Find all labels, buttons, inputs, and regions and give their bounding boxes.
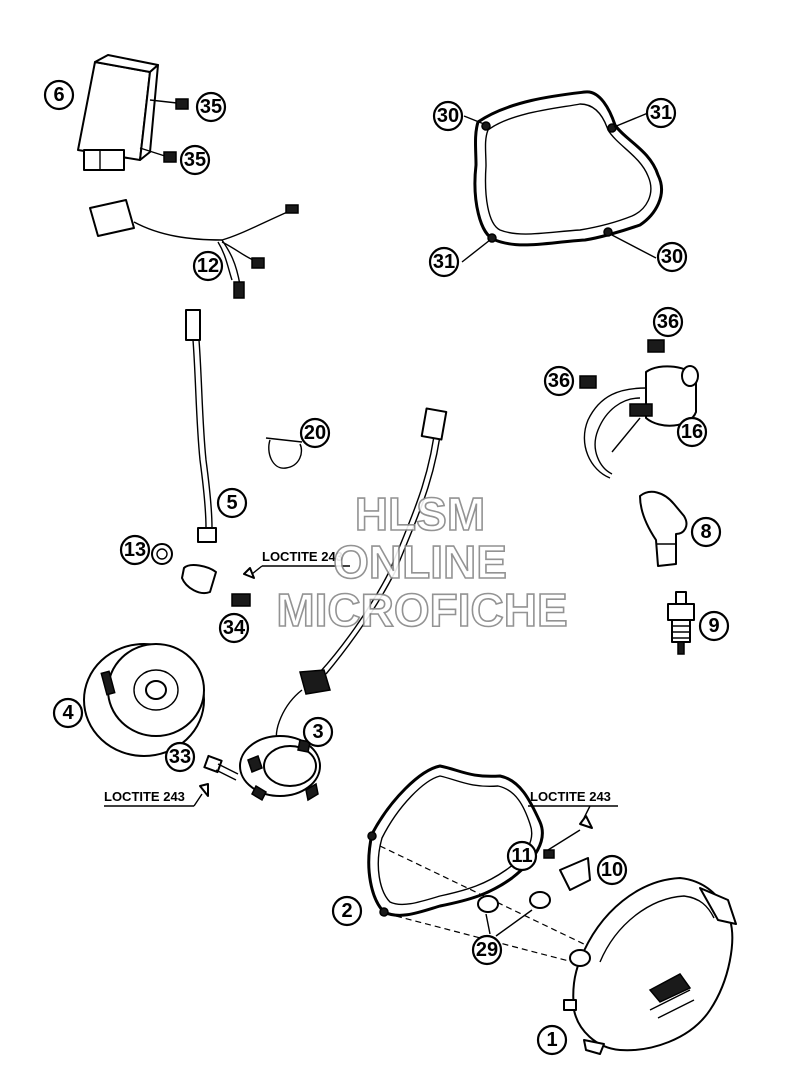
svg-text:HLSM: HLSM bbox=[355, 488, 485, 540]
svg-text:13: 13 bbox=[124, 539, 146, 561]
spark-plug-connector bbox=[639, 490, 688, 567]
pulse-generator-cable bbox=[181, 309, 217, 594]
svg-text:6: 6 bbox=[53, 84, 64, 106]
rotor-flywheel bbox=[83, 643, 205, 757]
svg-text:16: 16 bbox=[681, 421, 703, 443]
callout-29[interactable]: 29 bbox=[471, 934, 503, 966]
ignition-cover bbox=[563, 877, 737, 1055]
callout-1[interactable]: 1 bbox=[536, 1024, 568, 1056]
callout-16[interactable]: 16 bbox=[676, 416, 708, 448]
svg-text:33: 33 bbox=[169, 746, 191, 768]
ignition-cover-gasket-top bbox=[461, 90, 663, 263]
svg-text:34: 34 bbox=[223, 617, 246, 639]
svg-text:36: 36 bbox=[657, 311, 679, 333]
stator bbox=[239, 407, 448, 802]
callout-4[interactable]: 4 bbox=[52, 697, 84, 729]
callout-30-upper[interactable]: 30 bbox=[432, 100, 464, 132]
callout-20[interactable]: 20 bbox=[299, 417, 331, 449]
svg-text:31: 31 bbox=[650, 102, 672, 124]
cable-tie bbox=[265, 437, 303, 469]
callout-30-lower[interactable]: 30 bbox=[656, 241, 688, 273]
watermark: HLSM ONLINE MICROFICHE bbox=[276, 487, 569, 637]
svg-text:30: 30 bbox=[661, 246, 683, 268]
svg-text:30: 30 bbox=[437, 105, 459, 127]
callout-3[interactable]: 3 bbox=[302, 716, 334, 748]
cdi-unit bbox=[77, 54, 189, 171]
callout-8[interactable]: 8 bbox=[690, 516, 722, 548]
loctite-note-a: LOCTITE 243 bbox=[251, 549, 350, 575]
svg-text:35: 35 bbox=[200, 96, 222, 118]
wiring-harness bbox=[89, 199, 299, 299]
svg-text:9: 9 bbox=[708, 615, 719, 637]
screw-33 bbox=[199, 754, 239, 797]
callout-5[interactable]: 5 bbox=[216, 487, 248, 519]
svg-text:11: 11 bbox=[511, 845, 532, 867]
svg-text:20: 20 bbox=[304, 422, 326, 444]
svg-text:2: 2 bbox=[341, 900, 352, 922]
svg-text:8: 8 bbox=[700, 521, 711, 543]
svg-text:29: 29 bbox=[476, 939, 498, 961]
callout-2[interactable]: 2 bbox=[331, 895, 363, 927]
svg-text:5: 5 bbox=[226, 492, 237, 514]
callout-36-upper[interactable]: 36 bbox=[652, 306, 684, 338]
svg-text:36: 36 bbox=[548, 370, 570, 392]
cover-plate-10 bbox=[559, 857, 591, 891]
loctite-note-c: LOCTITE 243 bbox=[528, 789, 618, 819]
svg-text:31: 31 bbox=[433, 251, 455, 273]
svg-text:ONLINE: ONLINE bbox=[333, 536, 507, 588]
callout-12[interactable]: 12 bbox=[192, 250, 224, 282]
svg-text:3: 3 bbox=[312, 721, 323, 743]
screw-11 bbox=[543, 815, 593, 859]
grommet bbox=[151, 543, 173, 565]
callout-9[interactable]: 9 bbox=[698, 610, 730, 642]
svg-text:1: 1 bbox=[546, 1029, 557, 1051]
svg-text:LOCTITE 243: LOCTITE 243 bbox=[530, 789, 611, 804]
spark-plug bbox=[667, 591, 695, 655]
callout-11[interactable]: 11 bbox=[506, 840, 538, 872]
callout-34[interactable]: 34 bbox=[218, 612, 250, 644]
dowel-sleeves bbox=[477, 891, 551, 937]
svg-text:4: 4 bbox=[62, 702, 74, 724]
ignition-coil bbox=[579, 339, 699, 479]
callout-33[interactable]: 33 bbox=[164, 741, 196, 773]
callout-13[interactable]: 13 bbox=[119, 534, 151, 566]
svg-text:MICROFICHE: MICROFICHE bbox=[276, 584, 567, 636]
callout-31-lower[interactable]: 31 bbox=[428, 246, 460, 278]
callout-31-upper[interactable]: 31 bbox=[645, 97, 677, 129]
callout-35-upper[interactable]: 35 bbox=[195, 91, 227, 123]
callout-36-lower[interactable]: 36 bbox=[543, 365, 575, 397]
svg-text:12: 12 bbox=[197, 255, 219, 277]
callout-10[interactable]: 10 bbox=[596, 854, 628, 886]
svg-text:LOCTITE 243: LOCTITE 243 bbox=[262, 549, 343, 564]
svg-text:35: 35 bbox=[184, 149, 206, 171]
callout-6[interactable]: 6 bbox=[43, 79, 75, 111]
svg-text:10: 10 bbox=[601, 859, 623, 881]
svg-text:LOCTITE 243: LOCTITE 243 bbox=[104, 789, 185, 804]
callout-35-lower[interactable]: 35 bbox=[179, 144, 211, 176]
loctite-note-b: LOCTITE 243 bbox=[104, 789, 203, 807]
screw-34 bbox=[231, 567, 255, 607]
